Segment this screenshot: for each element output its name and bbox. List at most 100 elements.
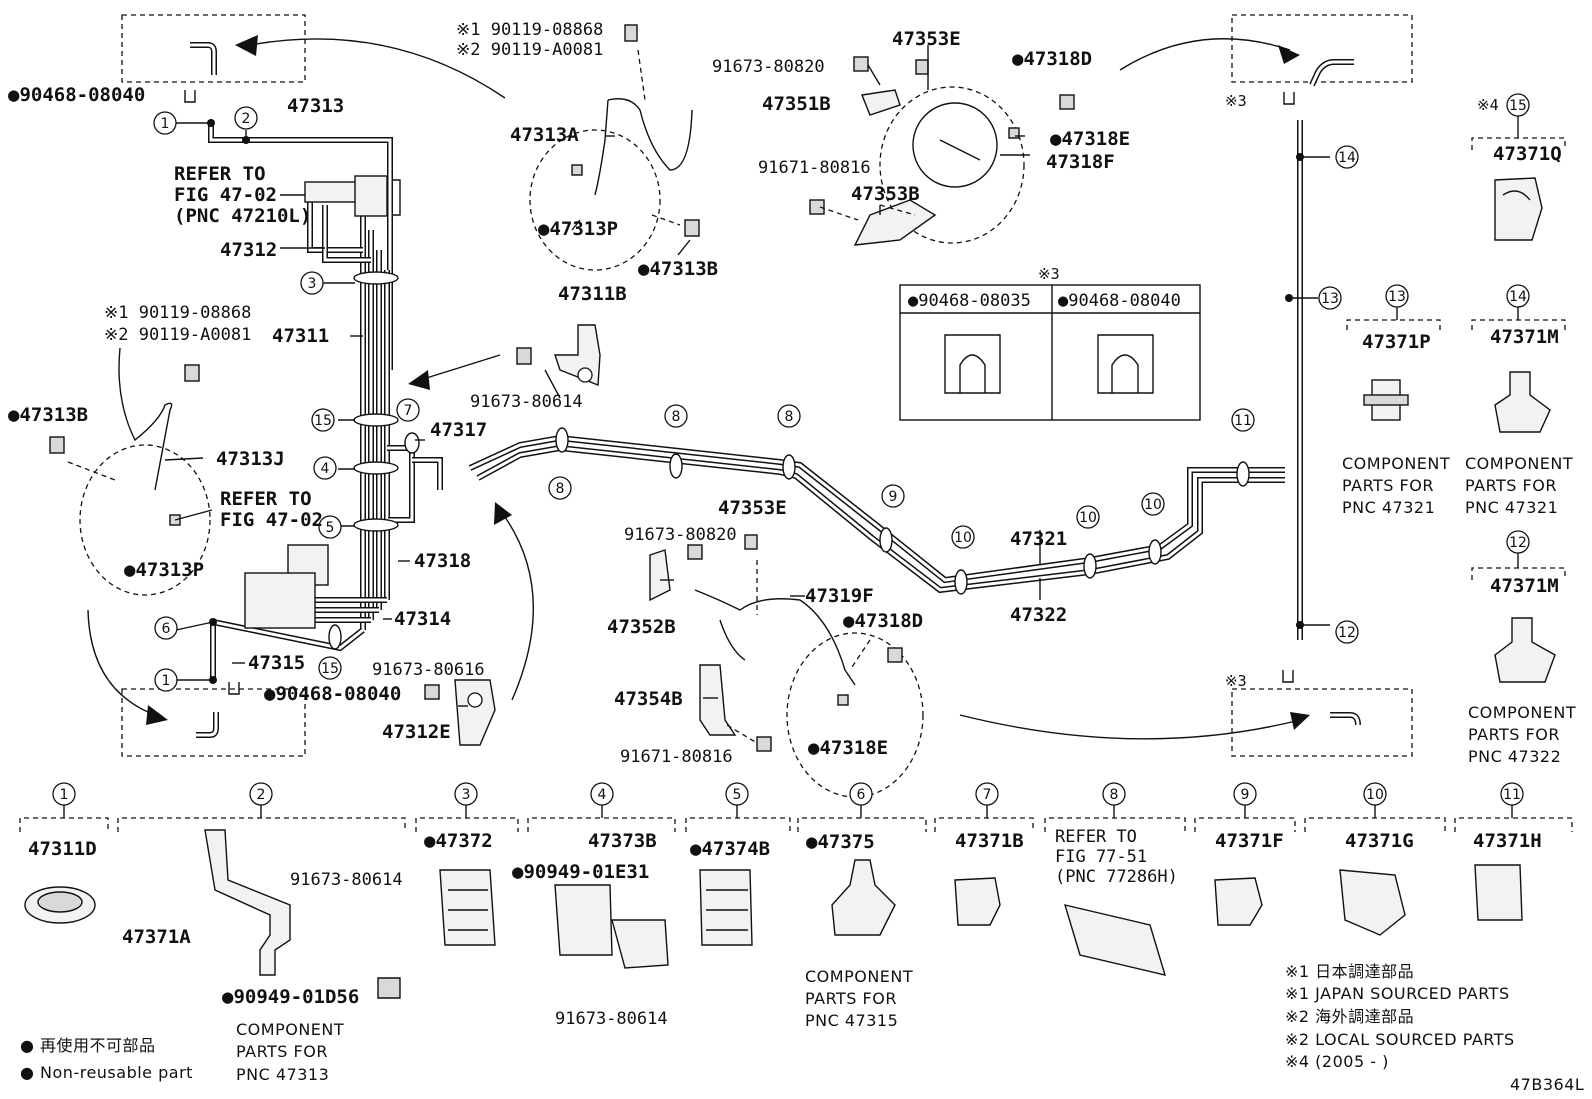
bottom-part-num: 2 [257, 787, 266, 803]
right-part-num: 15 [1509, 98, 1527, 114]
clamp-part [439, 869, 496, 946]
arrow-bottom-right [959, 714, 1301, 740]
notes: ※1 日本調達部品 ※1 JAPAN SOURCED PARTS ※2 海外調達… [1285, 962, 1584, 1094]
callout-label: ●90468-08035 [908, 291, 1031, 311]
bottom-part-extra: 91673-80614 [290, 870, 403, 890]
bottom-part-caption: PNC 47313 [236, 1065, 329, 1084]
arrow-up-center [499, 509, 534, 701]
svg-text:12: 12 [1338, 625, 1356, 641]
arrow-top-right [1119, 38, 1291, 71]
bottom-part-label: ●47374B [690, 838, 770, 860]
bottom-parts: 1 2 3 4 5 6 7 8 9 10 11 47311D 47371A 91… [19, 782, 1573, 1084]
legend: ● 再使用不可部品 ● Non-reusable part [20, 1036, 192, 1082]
right-part-caption: PNC 47321 [1342, 498, 1435, 517]
bottom-part-extra: ●90949-01D56 [222, 986, 359, 1008]
right-part-label: 47371M [1490, 575, 1559, 597]
ref-circles: 1 2 3 4 5 6 1 7 15 15 8 8 8 9 10 10 10 1… [153, 106, 1359, 692]
callout-label: 91673-80820 [712, 57, 825, 77]
callout-label: 47322 [1010, 604, 1067, 626]
leader-lines [67, 45, 1330, 744]
callout-label: 47351B [762, 93, 831, 115]
svg-text:14: 14 [1338, 150, 1356, 166]
right-part-caption: COMPONENT [1342, 454, 1450, 473]
bottom-part-num: 5 [733, 787, 742, 803]
svg-text:5: 5 [326, 520, 335, 536]
bottom-part-extra: ●90949-01E31 [512, 861, 649, 883]
clip-part [1214, 877, 1263, 926]
bottom-part-label: 47371G [1345, 830, 1414, 852]
callout-label: ●47313P [124, 559, 204, 581]
callout-label: REFER TO [220, 488, 312, 510]
callout-label: ※2 90119-A0081 [456, 40, 603, 60]
bottom-part-extra: 91673-80614 [555, 1009, 668, 1029]
callout-label: 47315 [248, 652, 305, 674]
svg-text:9: 9 [889, 489, 898, 505]
ref-num: 1 [161, 116, 170, 132]
callout-label: ※3 [1225, 672, 1247, 690]
svg-text:1: 1 [162, 673, 171, 689]
arrow-head-bottom-left [146, 705, 168, 725]
callout-label: 47312 [220, 239, 277, 261]
clip-part [831, 859, 896, 936]
callout-label: ●47313P [538, 218, 618, 240]
arrow-head-top-left [235, 35, 258, 56]
callout-label: FIG 47-02 [220, 509, 323, 531]
svg-text:15: 15 [321, 661, 339, 677]
bracket-part [204, 829, 291, 976]
arrow-head-bracket [408, 370, 430, 390]
callout-label: REFER TO [174, 163, 266, 185]
callout-label: 91673-80616 [372, 660, 485, 680]
right-part-prefix: ※4 [1477, 96, 1499, 114]
svg-text:10: 10 [954, 530, 972, 546]
curved-arrows [87, 35, 1310, 740]
right-part-caption: COMPONENT [1465, 454, 1573, 473]
clip-part [1063, 904, 1167, 976]
arrow-head-up-center [494, 502, 512, 525]
callout-label: 47318 [414, 550, 471, 572]
callout-label: 47353B [851, 183, 920, 205]
note-line: ※1 JAPAN SOURCED PARTS [1285, 984, 1510, 1003]
callout-label: 47321 [1010, 528, 1067, 550]
right-part-label: 47371M [1490, 326, 1559, 348]
bottom-part-label: REFER TO [1055, 827, 1137, 847]
svg-text:11: 11 [1234, 413, 1252, 429]
callout-label: ※3 [1038, 265, 1060, 283]
right-part-caption: PARTS FOR [1468, 725, 1560, 744]
bottom-part-label: ●47372 [424, 830, 493, 852]
clamp-part [699, 869, 753, 946]
note-line: ※1 日本調達部品 [1285, 962, 1414, 981]
detail-pipes [190, 42, 1361, 738]
bottom-part-label: 47371H [1473, 830, 1542, 852]
bottom-part-num: 3 [462, 787, 471, 803]
brackets [454, 89, 998, 746]
callout-label: 47313 [287, 95, 344, 117]
bottom-part-num: 9 [1241, 787, 1250, 803]
svg-text:15: 15 [314, 413, 332, 429]
bottom-part-num: 4 [598, 787, 607, 803]
callout-label: ●47313B [8, 404, 88, 426]
frame-bottom-right [1231, 688, 1413, 757]
svg-text:2: 2 [242, 111, 251, 127]
bottom-part-label: 47373B [588, 830, 657, 852]
bottom-part-label: 47371A [122, 926, 191, 948]
callout-label: 91671-80816 [758, 158, 871, 178]
bottom-part-num: 11 [1503, 787, 1521, 803]
right-part-caption: COMPONENT [1468, 703, 1576, 722]
bottom-part-caption: PARTS FOR [236, 1042, 328, 1061]
callout-label: ●47313B [638, 258, 718, 280]
frame-bottom-left [121, 688, 306, 757]
callout-label: ※3 [1225, 92, 1247, 110]
callout-label: 91673-80820 [624, 525, 737, 545]
arrow-bottom-left [87, 609, 156, 716]
svg-text:10: 10 [1079, 510, 1097, 526]
callout-label: ※2 90119-A0081 [104, 325, 251, 345]
note-line: ※2 LOCAL SOURCED PARTS [1285, 1030, 1515, 1049]
callout-label: 47354B [614, 688, 683, 710]
arrow-bracket [419, 354, 501, 381]
right-part-caption: PARTS FOR [1342, 476, 1434, 495]
frame-top-left [121, 14, 306, 83]
svg-text:8: 8 [556, 481, 565, 497]
bottom-part-caption: PNC 47315 [805, 1011, 898, 1030]
